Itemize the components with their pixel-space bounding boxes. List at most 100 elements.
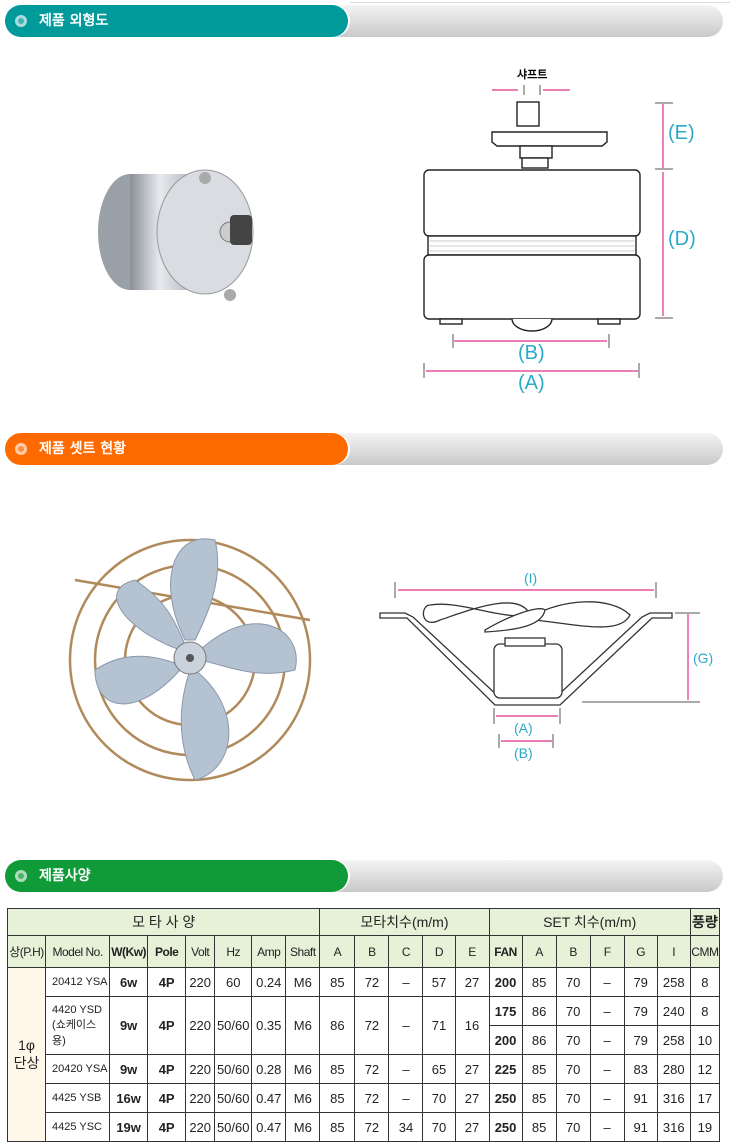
set-dim-cell: 200 [488, 1025, 523, 1055]
motor-spec-cell: 19w [109, 1112, 149, 1142]
motor-spec-cell: 220 [185, 996, 216, 1055]
motor-dim-cell: 65 [422, 1054, 456, 1084]
model-cell: 20420 YSA [45, 1054, 111, 1084]
motor-dimension-diagram [423, 85, 673, 378]
section-title: 제품 외형도 [5, 5, 348, 37]
model-number: 4425 YSC [52, 1121, 102, 1133]
fan-set-photo [68, 538, 312, 782]
motor-dim-cell: 72 [354, 1083, 390, 1113]
set-dim-cell: 70 [555, 1112, 591, 1142]
airflow-cell: 12 [689, 1054, 721, 1084]
motor-photo [98, 169, 254, 301]
set-dim-cell: – [589, 1112, 625, 1142]
dim-label-a: (A) [514, 720, 533, 736]
set-dim-cell: 86 [521, 996, 557, 1026]
model-cell: 4420 YSD(쇼케이스용) [45, 996, 111, 1055]
motor-dim-cell: 72 [354, 1054, 390, 1084]
motor-spec-cell: 6w [109, 967, 149, 997]
motor-spec-cell: M6 [285, 996, 321, 1055]
divider [350, 2, 730, 3]
motor-spec-cell: 220 [185, 1083, 216, 1113]
motor-spec-cell: M6 [285, 1112, 321, 1142]
motor-spec-cell: 60 [214, 967, 253, 997]
model-number: 4425 YSB [52, 1092, 102, 1104]
motor-spec-cell: 0.24 [251, 967, 287, 997]
airflow-cell: 8 [689, 996, 721, 1026]
motor-spec-cell: 50/60 [214, 1112, 253, 1142]
dim-label-a: (A) [518, 372, 545, 394]
column-header: G [623, 935, 658, 968]
set-dim-cell: 250 [488, 1112, 523, 1142]
motor-dim-cell: 27 [454, 1112, 490, 1142]
column-header: A [521, 935, 557, 968]
set-dim-cell: 280 [656, 1054, 691, 1084]
group-header: 풍량 [689, 908, 721, 936]
set-dim-cell: 83 [623, 1054, 658, 1084]
motor-dim-cell: – [388, 1083, 424, 1113]
section-header-set: 제품 셋트 현황 [5, 433, 723, 465]
motor-dim-cell: 72 [354, 967, 390, 997]
set-dim-cell: 316 [656, 1112, 691, 1142]
set-dim-cell: 225 [488, 1054, 523, 1084]
motor-dim-cell: 85 [319, 967, 356, 997]
airflow-cell: 10 [689, 1025, 721, 1055]
motor-dim-cell: – [388, 967, 424, 997]
group-header: 모타치수(m/m) [319, 908, 490, 936]
motor-spec-cell: 4P [147, 1083, 187, 1113]
motor-dim-cell: 71 [422, 996, 456, 1055]
motor-spec-cell: M6 [285, 1054, 321, 1084]
set-dim-cell: 79 [623, 996, 658, 1026]
model-number: 20412 YSA [52, 976, 108, 988]
model-number: 20420 YSA [52, 1063, 108, 1075]
motor-dim-cell: 85 [319, 1112, 356, 1142]
column-header: Model No. [45, 935, 111, 968]
motor-dim-cell: 85 [319, 1083, 356, 1113]
set-dim-cell: 250 [488, 1083, 523, 1113]
dim-label-g: (G) [693, 650, 714, 666]
set-dim-cell: – [589, 1083, 625, 1113]
motor-dim-cell: 70 [422, 1112, 456, 1142]
set-dim-cell: 70 [555, 967, 591, 997]
motor-spec-cell: 0.47 [251, 1112, 287, 1142]
motor-spec-cell: 220 [185, 1054, 216, 1084]
section-title: 제품사양 [5, 860, 348, 892]
airflow-cell: 8 [689, 967, 721, 997]
set-dim-cell: 70 [555, 1054, 591, 1084]
motor-spec-cell: 16w [109, 1083, 149, 1113]
set-dim-cell: 79 [623, 967, 658, 997]
motor-dim-cell: – [388, 1054, 424, 1084]
motor-spec-cell: 50/60 [214, 1054, 253, 1084]
column-header: A [319, 935, 356, 968]
column-header: F [589, 935, 625, 968]
column-header: W(Kw) [109, 935, 149, 968]
set-dim-cell: – [589, 1054, 625, 1084]
set-dim-cell: – [589, 967, 625, 997]
column-header: Volt [185, 935, 216, 968]
motor-spec-cell: 0.47 [251, 1083, 287, 1113]
motor-spec-cell: 50/60 [214, 1083, 253, 1113]
motor-spec-cell: M6 [285, 1083, 321, 1113]
dim-label-d: (D) [668, 228, 696, 250]
column-header: Amp [251, 935, 287, 968]
column-header: I [656, 935, 691, 968]
bullet-icon [15, 443, 27, 455]
fan-set-dimension-diagram [379, 582, 700, 748]
set-dim-cell: 79 [623, 1025, 658, 1055]
motor-dim-cell: – [388, 996, 424, 1055]
airflow-cell: 19 [689, 1112, 721, 1142]
model-number: 4420 YSD [52, 1003, 102, 1016]
set-dim-cell: 175 [488, 996, 523, 1026]
set-dim-cell: – [589, 996, 625, 1026]
dim-label-i: (I) [524, 570, 538, 586]
motor-spec-cell: 220 [185, 967, 216, 997]
motor-dim-cell: 86 [319, 996, 356, 1055]
shaft-label: 샤프트 [517, 68, 548, 81]
set-dim-cell: – [589, 1025, 625, 1055]
phase-type: 단상 [13, 1054, 40, 1071]
motor-spec-cell: 50/60 [214, 996, 253, 1055]
